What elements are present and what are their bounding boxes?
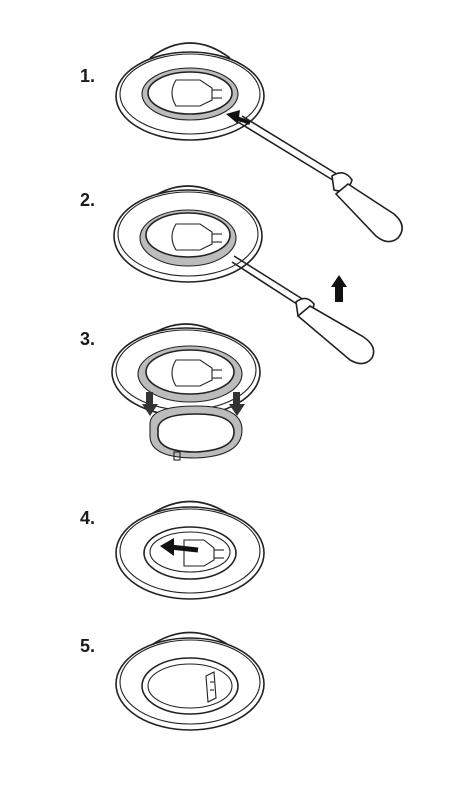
step-1-screwdriver	[237, 115, 403, 243]
step-2-arrow-up	[331, 275, 347, 302]
step-5-inner-opening	[147, 663, 233, 709]
step-4-label: 4.	[80, 508, 95, 528]
step-4: 4.	[80, 500, 265, 600]
step-1-bulb	[171, 79, 222, 107]
step-4-flange-inner	[119, 508, 261, 594]
step-1-arrow	[226, 110, 251, 125]
step-3-bulb	[171, 359, 222, 387]
step-5-opening	[141, 657, 239, 715]
step-2: 2.	[80, 185, 375, 365]
step-5-socket	[205, 671, 217, 703]
step-4-opening	[143, 526, 237, 580]
step-4-bulb	[183, 539, 224, 567]
step-3-opening	[145, 349, 235, 395]
step-3-arrow-right	[229, 392, 245, 416]
step-5-label: 5.	[80, 636, 95, 656]
step-1-opening	[147, 71, 233, 115]
step-3-arrow-left	[142, 392, 158, 416]
step-2-bulb	[171, 223, 222, 251]
step-5: 5.	[80, 631, 265, 731]
step-5-flange-inner	[119, 639, 261, 725]
step-2-flange-inner	[117, 191, 259, 277]
step-1-label: 1.	[80, 66, 95, 86]
step-1: 1.	[80, 42, 403, 243]
step-3: 3.	[80, 323, 261, 461]
step-3-label: 3.	[80, 329, 95, 349]
step-1-flange-inner	[119, 53, 261, 135]
step-3-removed-ring	[149, 405, 243, 461]
step-2-screwdriver	[231, 255, 375, 365]
step-4-arrow-left	[160, 538, 199, 556]
step-2-label: 2.	[80, 190, 95, 210]
step-4-inner-opening	[149, 531, 231, 573]
